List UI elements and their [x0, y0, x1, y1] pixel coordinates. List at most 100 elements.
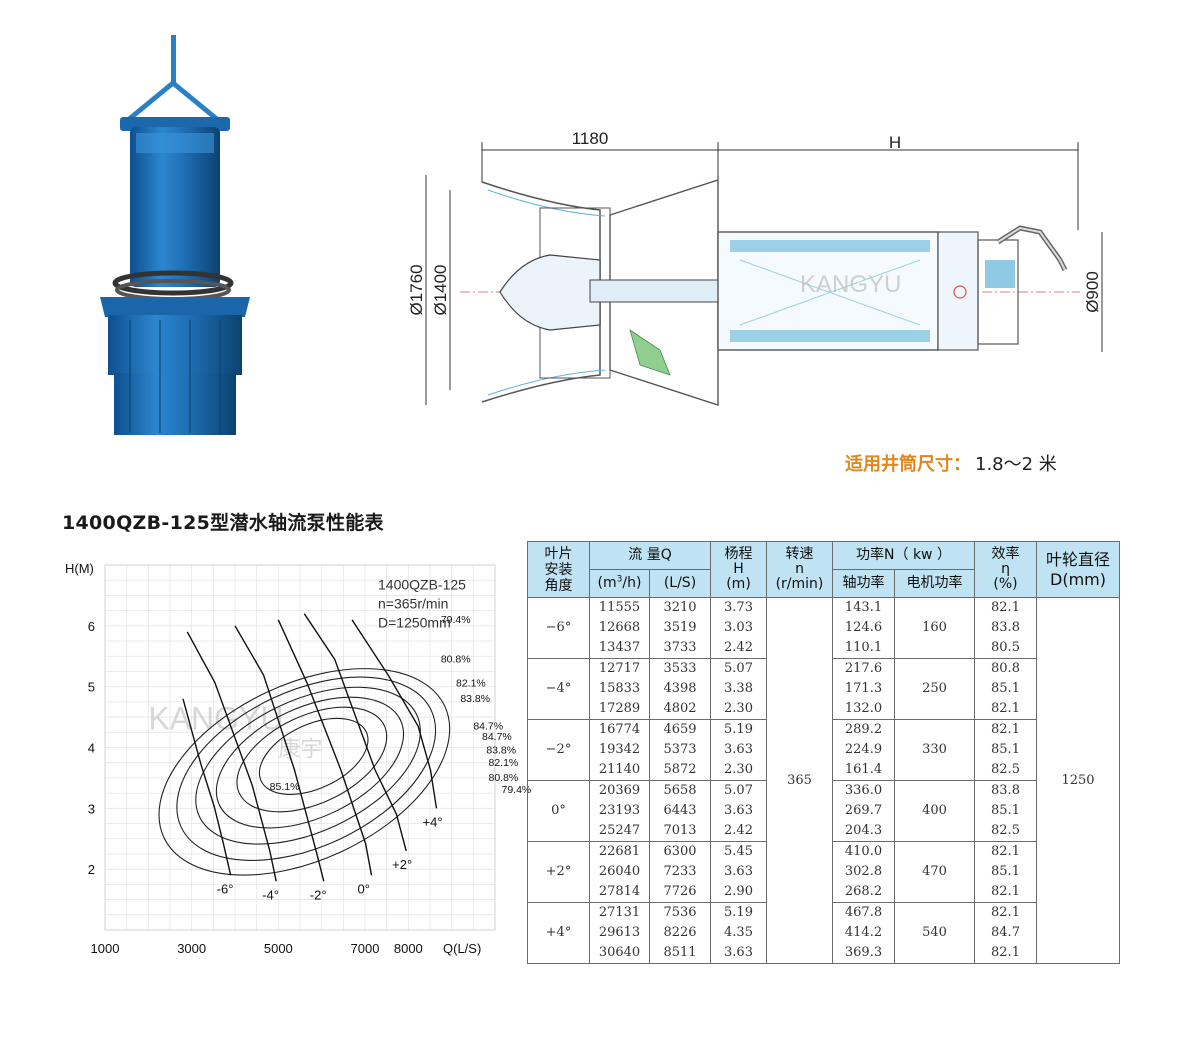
- cell-flow-ls: 7726: [649, 882, 711, 903]
- cell-efficiency: 82.1: [974, 841, 1037, 862]
- y-tick-label: 2: [88, 862, 95, 877]
- cell-flow-m3h: 26040: [589, 862, 650, 882]
- header-flow-ls: (L/S): [649, 569, 711, 598]
- cell-flow-m3h: 12668: [589, 618, 650, 638]
- cell-flow-ls: 5373: [649, 740, 711, 760]
- efficiency-contour: [258, 717, 369, 795]
- cell-flow-m3h: 13437: [589, 638, 650, 659]
- efficiency-contour: [195, 686, 421, 845]
- cell-flow-m3h: 19342: [589, 740, 650, 760]
- cell-head: 3.63: [710, 943, 767, 964]
- cell-head: 2.42: [710, 821, 767, 842]
- cell-motor-power: 470: [894, 841, 975, 903]
- cell-shaft-power: 217.6: [832, 658, 895, 679]
- efficiency-contour: [176, 676, 437, 861]
- dim-d900: Ø900: [1083, 271, 1102, 313]
- drawing-watermark: KANGYU: [800, 271, 901, 298]
- cell-flow-ls: 6300: [649, 841, 711, 862]
- cell-head: 3.63: [710, 740, 767, 760]
- cell-efficiency: 82.1: [974, 902, 1037, 923]
- dim-d1400: Ø1400: [431, 264, 450, 315]
- cell-head: 3.63: [710, 801, 767, 821]
- cell-speed: 365: [766, 597, 833, 964]
- cell-head: 4.35: [710, 923, 767, 943]
- cell-flow-ls: 6443: [649, 801, 711, 821]
- blade-angle-label: -4°: [262, 887, 279, 902]
- cell-angle: 0°: [527, 780, 590, 842]
- cell-efficiency: 82.1: [974, 882, 1037, 903]
- cell-efficiency: 82.5: [974, 821, 1037, 842]
- blade-angle-label: +2°: [392, 857, 412, 872]
- blade-angle-label: +4°: [423, 814, 443, 829]
- cell-motor-power: 400: [894, 780, 975, 842]
- cell-shaft-power: 289.2: [832, 719, 895, 740]
- cell-efficiency: 80.8: [974, 658, 1037, 679]
- cell-efficiency: 84.7: [974, 923, 1037, 943]
- efficiency-label: 85.1%: [270, 781, 300, 793]
- cell-head: 3.38: [710, 679, 767, 699]
- cell-efficiency: 82.1: [974, 719, 1037, 740]
- cell-efficiency: 82.1: [974, 943, 1037, 964]
- blade-angle-curve: [182, 698, 232, 876]
- cell-head: 2.42: [710, 638, 767, 659]
- cell-flow-m3h: 27814: [589, 882, 650, 903]
- cell-flow-ls: 3533: [649, 658, 711, 679]
- blade-angle-label: -2°: [310, 887, 327, 902]
- cell-motor-power: 250: [894, 658, 975, 720]
- cell-shaft-power: 204.3: [832, 821, 895, 842]
- cell-flow-m3h: 15833: [589, 679, 650, 699]
- cell-angle: −6°: [527, 597, 590, 659]
- dim-h: H: [889, 133, 901, 152]
- blade-angle-curve: [277, 619, 373, 876]
- blade-angle-label: 0°: [358, 881, 370, 896]
- cell-shaft-power: 414.2: [832, 923, 895, 943]
- cell-shaft-power: 224.9: [832, 740, 895, 760]
- x-tick-label: 3000: [177, 941, 206, 956]
- efficiency-contour: [158, 668, 451, 876]
- cell-efficiency: 85.1: [974, 679, 1037, 699]
- cell-shaft-power: 269.7: [832, 801, 895, 821]
- efficiency-label: 79.4%: [502, 784, 532, 796]
- cell-flow-m3h: 23193: [589, 801, 650, 821]
- header-power: 功率N（ kw ）: [832, 541, 975, 570]
- cell-shaft-power: 268.2: [832, 882, 895, 903]
- cell-head: 2.30: [710, 760, 767, 781]
- cell-shaft-power: 161.4: [832, 760, 895, 781]
- efficiency-label: 83.8%: [486, 745, 516, 757]
- cell-head: 3.03: [710, 618, 767, 638]
- cell-shaft-power: 467.8: [832, 902, 895, 923]
- cell-efficiency: 85.1: [974, 740, 1037, 760]
- y-axis-label: H(M): [65, 561, 94, 576]
- pump-photo: [100, 35, 250, 435]
- efficiency-label: 79.4%: [441, 614, 471, 626]
- cell-flow-ls: 7013: [649, 821, 711, 842]
- cell-flow-ls: 5658: [649, 780, 711, 801]
- cell-flow-m3h: 25247: [589, 821, 650, 842]
- cell-shaft-power: 132.0: [832, 699, 895, 720]
- blade-angle-curve: [303, 613, 407, 852]
- header-flow-m3h: (m3/h): [589, 569, 650, 598]
- y-tick-label: 6: [88, 619, 95, 634]
- dim-1180: 1180: [572, 129, 609, 148]
- x-tick-label: 8000: [394, 941, 423, 956]
- cell-head: 5.19: [710, 902, 767, 923]
- efficiency-label: 80.8%: [489, 772, 519, 784]
- y-tick-label: 5: [88, 680, 95, 695]
- well-size-value: 1.8～2 米: [975, 454, 1057, 475]
- cell-angle: −4°: [527, 658, 590, 720]
- cell-efficiency: 82.1: [974, 597, 1037, 618]
- cell-shaft-power: 171.3: [832, 679, 895, 699]
- well-size-note: 适用井筒尺寸：1.8～2 米: [845, 450, 1057, 476]
- efficiency-label: 84.7%: [482, 731, 512, 743]
